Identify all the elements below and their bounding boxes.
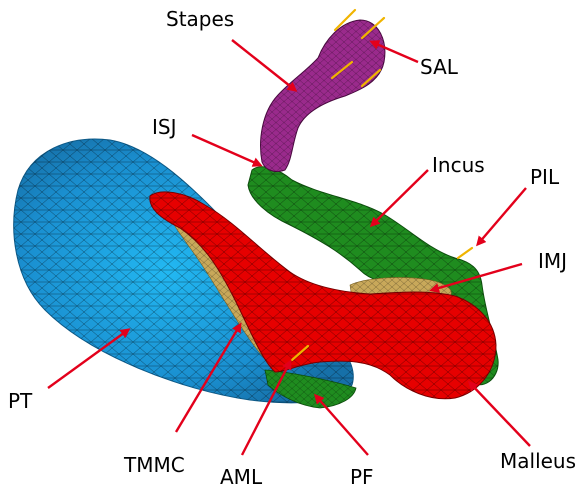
stapes bbox=[261, 20, 385, 172]
label-isj: ISJ bbox=[152, 116, 177, 138]
label-malleus: Malleus bbox=[500, 450, 576, 472]
label-tmmc: TMMC bbox=[124, 454, 185, 476]
arrow-pf bbox=[316, 396, 368, 455]
arrow-pil bbox=[478, 188, 526, 244]
label-imj: IMJ bbox=[538, 250, 567, 272]
label-pt: PT bbox=[8, 390, 32, 412]
label-pf: PF bbox=[350, 466, 374, 488]
arrow-stapes bbox=[232, 40, 295, 90]
label-incus: Incus bbox=[432, 154, 485, 176]
label-pil: PIL bbox=[530, 166, 559, 188]
label-sal: SAL bbox=[420, 56, 458, 78]
pil-ligament bbox=[458, 248, 472, 258]
label-stapes: Stapes bbox=[166, 8, 234, 30]
arrow-isj bbox=[192, 135, 260, 165]
arrow-incus bbox=[372, 170, 428, 225]
arrow-malleus bbox=[470, 383, 530, 446]
label-aml: AML bbox=[220, 466, 262, 488]
